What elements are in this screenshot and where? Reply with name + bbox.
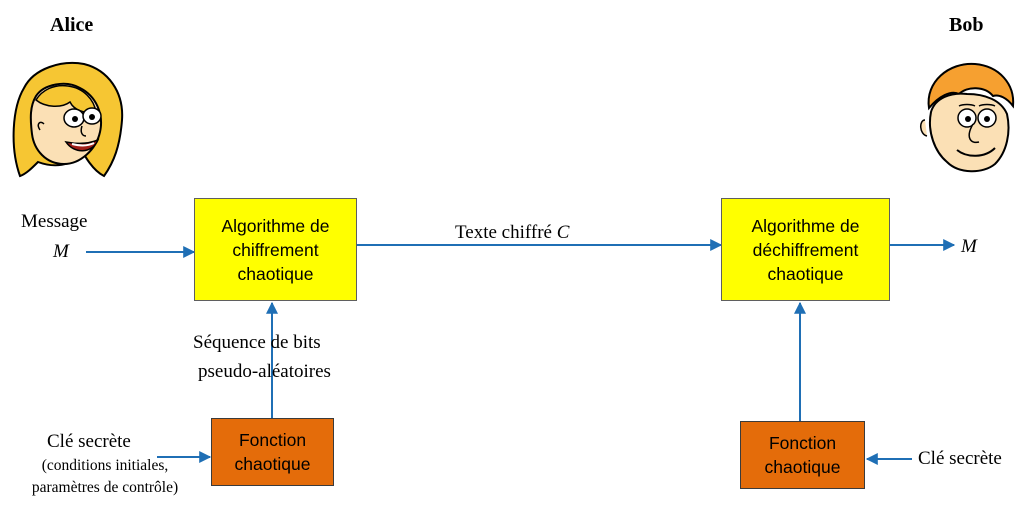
decrypt-line-3: chaotique [767,263,844,284]
right-chaotic-function-box: Fonction chaotique [740,421,865,489]
right-chaos-line-2: chaotique [764,457,841,477]
encryption-algorithm-box: Algorithme de chiffrement chaotique [194,198,357,301]
left-key-note-2: paramètres de contrôle) [31,479,179,496]
message-symbol: M [53,241,69,262]
sequence-label-line-1: Séquence de bits [193,332,321,353]
left-key-label: Clé secrète [47,431,131,452]
encrypt-line-1: Algorithme de [221,215,330,236]
sequence-label-line-2: pseudo-aléatoires [198,361,331,382]
message-label: Message [21,211,88,232]
bob-name: Bob [949,14,984,36]
left-chaos-line-2: chaotique [234,454,311,474]
ciphertext-symbol: C [556,222,570,243]
encrypt-line-3: chaotique [237,263,314,284]
bob-illustration [920,62,1015,173]
right-chaos-line-1: Fonction [768,433,837,453]
alice-name: Alice [50,14,94,36]
right-key-label: Clé secrète [918,448,1002,469]
left-key-note-1: (conditions initiales, [41,457,169,474]
encrypt-line-2: chiffrement [232,239,319,260]
decrypt-line-2: déchiffrement [752,239,859,260]
decryption-algorithm-box: Algorithme de déchiffrement chaotique [721,198,890,301]
left-chaos-line-1: Fonction [238,430,307,450]
output-symbol: M [961,236,977,257]
alice-illustration [12,62,124,178]
ciphertext-text: Texte chiffré [455,222,552,243]
left-chaotic-function-box: Fonction chaotique [211,418,334,486]
ciphertext-label: Texte chiffré C [455,221,569,244]
decrypt-line-1: Algorithme de [751,215,860,236]
